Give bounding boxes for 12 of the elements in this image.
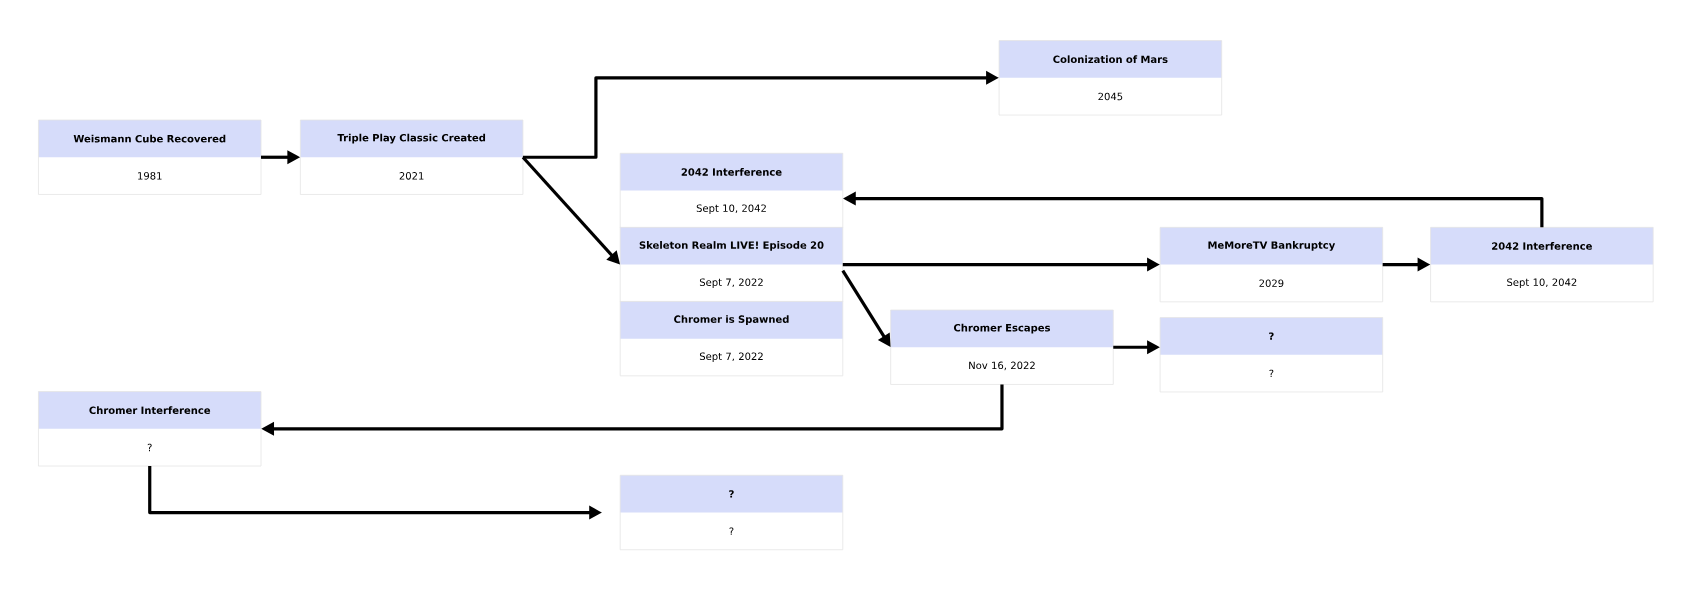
timeline-card: ? ?	[619, 474, 844, 551]
timeline-card: Triple Play Classic Created 2021	[299, 119, 524, 195]
timeline-card: 2042 Interference Sept 10, 2042	[619, 152, 844, 229]
timeline-card: Colonization of Mars 2045	[998, 40, 1223, 116]
timeline-card: MeMoreTV Bankruptcy 2029	[1159, 226, 1384, 303]
timeline-card: 2042 Interference Sept 10, 2042	[1430, 226, 1654, 303]
timeline-card: Chromer Interference ?	[38, 391, 262, 467]
timeline-card: ? ?	[1159, 317, 1384, 393]
timeline-card: Weismann Cube Recovered 1981	[38, 119, 262, 195]
timeline-card: Chromer is Spawned Sept 7, 2022	[619, 301, 844, 377]
timeline-card: Chromer Escapes Nov 16, 2022	[890, 309, 1114, 385]
timeline-card: Skeleton Realm LIVE! Episode 20 Sept 7, 2022	[619, 226, 844, 303]
